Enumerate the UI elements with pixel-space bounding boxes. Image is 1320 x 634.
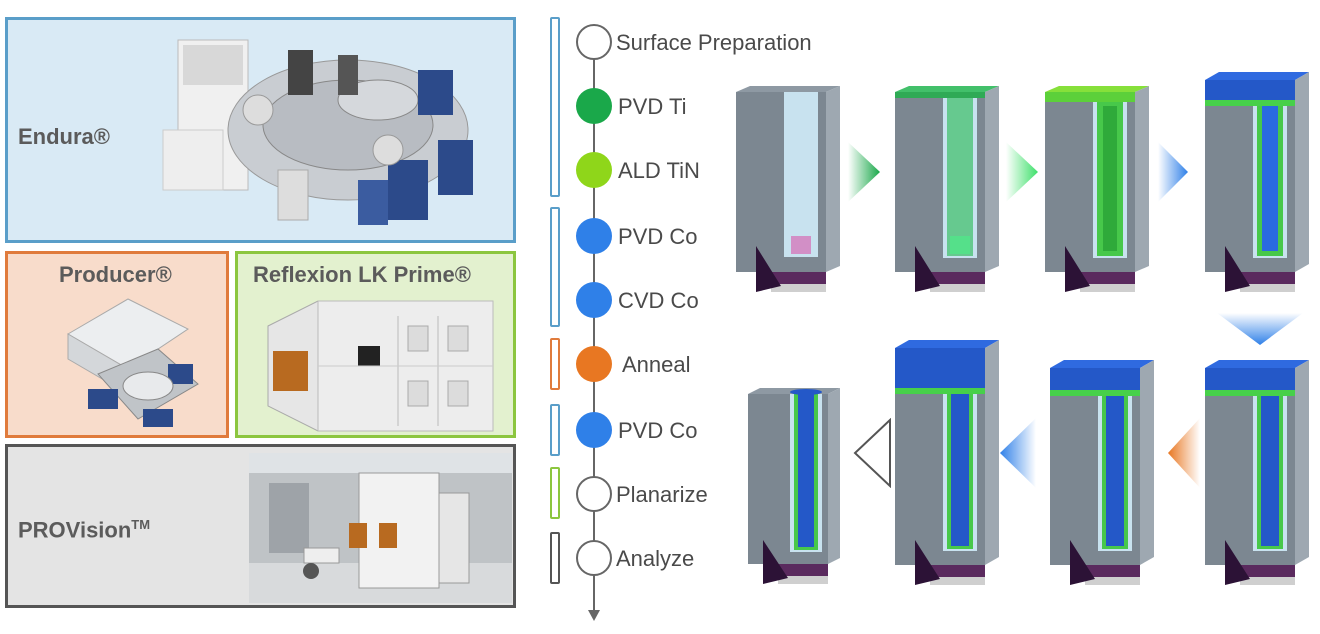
bracket-endura — [550, 17, 560, 197]
arrow-right-green — [848, 142, 880, 202]
cross-section-3 — [1045, 86, 1149, 292]
arrow-right-blue — [1158, 142, 1188, 202]
reflexion-tool-image — [267, 300, 494, 432]
step-marker — [576, 218, 612, 254]
producer-label: Producer® — [59, 262, 172, 287]
step-label: CVD Co — [618, 288, 699, 313]
step-marker — [576, 88, 612, 124]
reflexion-label: Reflexion LK Prime® — [253, 262, 471, 287]
flow-axis-line — [588, 55, 600, 621]
provision-panel: PROVisionTM — [5, 444, 516, 608]
producer-panel: Producer® — [5, 251, 229, 438]
arrow-right-lime — [1006, 142, 1038, 202]
cross-section-6 — [1050, 360, 1154, 585]
provision-name: PROVision — [18, 517, 132, 543]
bracket-producer — [550, 338, 560, 390]
endura-panel: Endura® — [5, 17, 516, 243]
provision-tool-image — [249, 453, 512, 603]
step-marker — [576, 346, 612, 382]
step-marker — [576, 152, 612, 188]
step-label: PVD Ti — [618, 94, 687, 119]
cross-section-1 — [736, 86, 840, 292]
bracket-provision — [550, 532, 560, 584]
endura-label: Endura® — [18, 124, 110, 149]
arrow-left-outline — [853, 418, 891, 488]
step-label: Analyze — [616, 546, 695, 571]
step-marker — [576, 282, 612, 318]
step-label: Anneal — [622, 352, 691, 377]
provision-trademark: TM — [131, 517, 151, 532]
step-label: PVD Co — [618, 224, 698, 249]
step-label: Surface Preparation — [616, 30, 812, 55]
step-marker — [576, 412, 612, 448]
cross-section-5 — [1205, 360, 1309, 585]
cross-section-4 — [1205, 72, 1309, 292]
producer-tool-image — [67, 298, 199, 427]
provision-label: PROVisionTM — [18, 517, 150, 543]
reflexion-panel: Reflexion LK Prime® — [235, 251, 516, 438]
cross-section-8 — [748, 388, 840, 584]
step-marker — [576, 24, 612, 60]
arrow-down-blue — [1217, 313, 1303, 345]
arrow-left-blue — [1000, 418, 1036, 488]
step-marker — [576, 476, 612, 512]
arrow-left-orange — [1168, 418, 1200, 488]
bracket-endura-co — [550, 207, 560, 327]
step-label: PVD Co — [618, 418, 698, 443]
cross-section-7 — [895, 340, 999, 585]
cross-section-2 — [895, 86, 999, 292]
endura-tool-image — [162, 39, 473, 225]
bracket-endura-co2 — [550, 404, 560, 456]
step-label: ALD TiN — [618, 158, 700, 183]
step-marker — [576, 540, 612, 576]
bracket-reflexion — [550, 467, 560, 519]
step-label: Planarize — [616, 482, 708, 507]
